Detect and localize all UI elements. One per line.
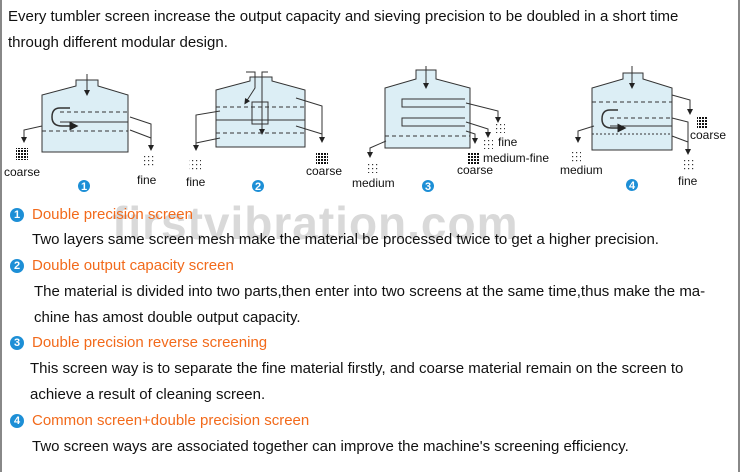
section-1-text-1: Two layers same screen mesh make the mat…: [32, 231, 659, 248]
section-4-heading: 4 Common screen+double precision screen: [10, 412, 309, 429]
diagram-2: [189, 71, 328, 172]
section-1-number-badge: 1: [10, 207, 24, 222]
section-4-title: Common screen+double precision screen: [32, 412, 310, 429]
section-3-text-2: achieve a result of cleaning screen.: [30, 386, 266, 403]
screen-diagrams: coarse fine 1 fine coarse 2: [4, 66, 726, 193]
diagram-4-label-medium: medium: [560, 163, 603, 177]
diagram-4: [571, 66, 707, 172]
diagram-3-number: 3: [425, 181, 431, 193]
section-1-title: Double precision screen: [32, 206, 193, 223]
section-2-title: Double output capacity screen: [32, 257, 234, 274]
diagram-1-label-coarse: coarse: [4, 165, 40, 179]
section-3-text-1: This screen way is to separate the fine …: [30, 360, 684, 377]
diagram-1-number-badge: [78, 180, 90, 192]
section-2-heading: 2 Double output capacity screen: [10, 257, 234, 274]
diagram-3-number-badge: [422, 180, 434, 192]
watermark: firstvibration.com: [112, 197, 519, 249]
diagram-3-label-medium: medium: [352, 176, 395, 190]
diagram-3-label-coarse: coarse: [457, 163, 493, 177]
diagram-1: [16, 74, 156, 168]
section-3-heading: 3 Double precision reverse screening: [10, 334, 267, 351]
diagram-1-label-fine: fine: [137, 173, 157, 187]
diagram-4-label-coarse: coarse: [690, 128, 726, 142]
section-2-text-2: chine has amost double output capacity.: [34, 309, 301, 326]
diagram-1-number: 1: [81, 181, 87, 193]
section-1-heading: 1 Double precision screen: [10, 206, 193, 223]
section-2-text-1: The material is divided into two parts,t…: [34, 283, 706, 300]
diagram-4-number-badge: [626, 179, 638, 191]
section-2-number-badge: 2: [10, 258, 24, 273]
section-3-number-badge: 3: [10, 335, 24, 350]
section-3-title: Double precision reverse screening: [32, 334, 268, 351]
diagram-3: [367, 66, 505, 173]
section-4-text-1: Two screen ways are associated together …: [32, 438, 629, 455]
diagram-4-label-fine: fine: [678, 174, 698, 188]
intro-line-1: Every tumbler screen increase the output…: [8, 8, 679, 25]
section-4-number-badge: 4: [10, 413, 24, 428]
diagram-2-number-badge: [252, 180, 264, 192]
diagram-2-label-fine: fine: [186, 175, 206, 189]
diagram-2-number: 2: [255, 181, 261, 193]
diagram-4-number: 4: [629, 180, 636, 192]
diagram-3-label-fine: fine: [498, 135, 518, 149]
diagram-3-label-medium-fine: medium-fine: [483, 151, 549, 165]
intro-line-2: through different modular design.: [8, 34, 228, 51]
diagram-2-label-coarse: coarse: [306, 164, 342, 178]
